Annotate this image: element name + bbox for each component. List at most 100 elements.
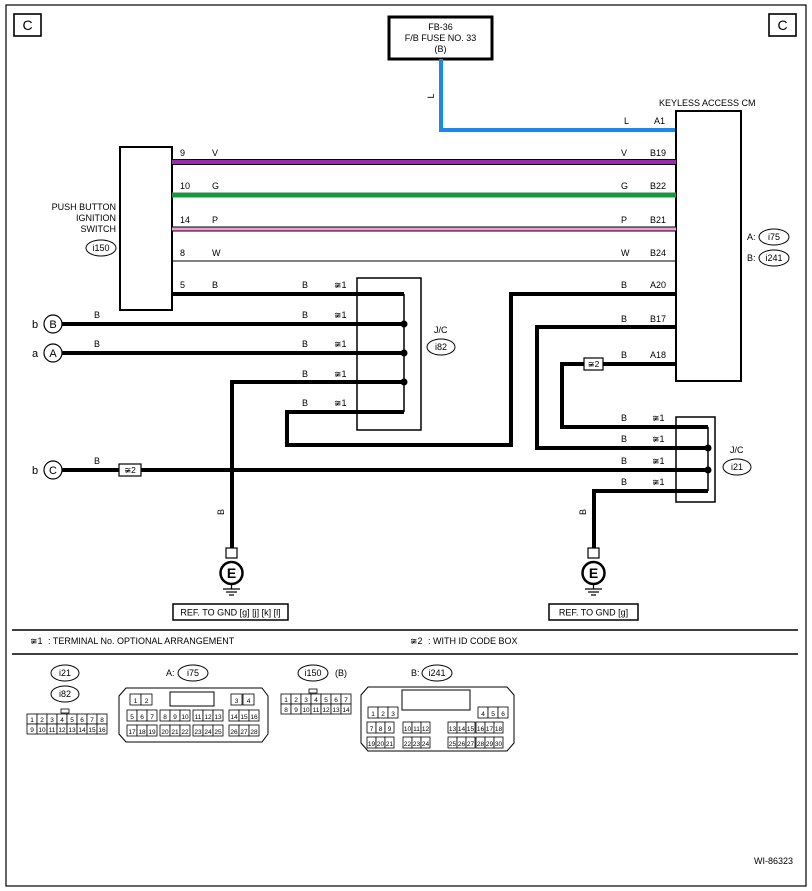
jc-pin-label: 5 — [70, 717, 74, 724]
i75-pin-cell — [179, 724, 191, 737]
circle-connector-1-side: b — [32, 319, 38, 331]
i150-pin-cell — [340, 703, 352, 715]
conn-view-i75-prefix: A: — [166, 668, 175, 678]
i75-pin-label: 13 — [214, 714, 222, 721]
i150-pin-label: 8 — [284, 707, 288, 714]
conn-view-i75-id: i75 — [187, 668, 199, 678]
ground-left-wire: B — [216, 509, 226, 515]
jc-pin-label: 8 — [100, 717, 104, 724]
i150-pin-label: 2 — [294, 697, 298, 704]
i75-pin-label: 21 — [171, 729, 179, 736]
i241-pin-label: 5 — [491, 711, 495, 718]
i75-pin-label: 17 — [128, 729, 136, 736]
switch-color-v: V — [212, 148, 218, 158]
jc-pin-label: 7 — [90, 717, 94, 724]
switch-pin-9: 9 — [180, 148, 185, 158]
i241-pin-label: 19 — [368, 741, 376, 748]
i75-pin-label: 12 — [204, 714, 212, 721]
i150-pin-label: 9 — [294, 707, 298, 714]
i241-pin-label: 17 — [486, 726, 494, 733]
i75-pin-label: 2 — [145, 698, 149, 705]
cm-pin-b24: B24 — [650, 248, 666, 258]
i75-pin-label: 26 — [230, 729, 238, 736]
cm-ground-pin-labels: B A20 B B17 B A18 — [621, 280, 666, 360]
i241-pin-label: 6 — [501, 711, 505, 718]
ground-left: B E REF. TO GND [g] [j] [k] [l] — [172, 509, 289, 621]
i241-pin-cell — [493, 721, 504, 734]
i75-pin-label: 14 — [230, 714, 238, 721]
i241-pin-cell — [384, 721, 395, 734]
i241-pin-label: 10 — [404, 726, 412, 733]
ground-left-ref: REF. TO GND [g] [j] [k] [l] — [180, 608, 280, 618]
jc-i82-mark-4: ≆1 — [334, 369, 347, 379]
i241-pin-label: 16 — [477, 726, 485, 733]
jc-pin-label: 9 — [30, 727, 34, 734]
i241-pin-label: 8 — [379, 726, 383, 733]
jc-pin-label: 16 — [98, 727, 106, 734]
cm-a20-pin: A20 — [650, 280, 666, 290]
push-button-switch: PUSH BUTTON IGNITION SWITCH i150 — [52, 146, 173, 311]
i75-pin-label: 7 — [150, 714, 154, 721]
circle-connector-3-wire: B — [94, 456, 100, 466]
jc-pin-label: 14 — [78, 727, 86, 734]
conn-view-i150-suffix: (B) — [335, 668, 347, 678]
ground-wires-right — [62, 325, 708, 548]
jc-i82: J/C i82 — [356, 277, 456, 431]
fuse-line-2: F/B FUSE NO. 33 — [405, 33, 477, 43]
i241-pin-label: 9 — [388, 726, 392, 733]
jc-i21: J/C i21 — [675, 416, 752, 503]
i241-pin-label: 11 — [413, 726, 420, 733]
i150-pin-label: 7 — [344, 697, 348, 704]
fuse-box: FB-36 F/B FUSE NO. 33 (B) — [387, 15, 494, 61]
i241-pin-cell — [387, 706, 399, 719]
i75-pin-label: 18 — [138, 729, 146, 736]
i75-pin-cell — [242, 693, 255, 706]
jc-pin-label: 6 — [80, 717, 84, 724]
i75-pin-cell — [146, 709, 158, 722]
circle-connector-2-letter: A — [49, 348, 57, 360]
switch-pin-10: 10 — [180, 181, 190, 191]
keyless-cm-title: KEYLESS ACCESS CM — [659, 98, 756, 108]
circle-connector-3-side: b — [32, 465, 38, 477]
jc-i82-mark-3: ≆1 — [334, 339, 347, 349]
jc-i82-color-5: B — [302, 398, 308, 408]
ground-left-symbol: E — [227, 565, 236, 581]
i241-pin-label: 25 — [449, 741, 457, 748]
jc-i82-title: J/C — [434, 325, 448, 335]
i75-pin-cell — [179, 709, 191, 722]
i241-pin-label: 23 — [413, 741, 421, 748]
i150-pin-label: 11 — [313, 707, 320, 714]
switch-color-p: P — [212, 215, 218, 225]
cm-a18-color: B — [621, 350, 627, 360]
corner-label-right: C — [768, 13, 797, 37]
circle-connector-3-letter: C — [49, 465, 57, 477]
ground-right-wire: B — [578, 509, 588, 515]
i75-pin-cell — [212, 724, 224, 737]
i75-pin-cell — [140, 693, 153, 706]
i241-pin-label: 20 — [377, 741, 385, 748]
jc-pin-label: 1 — [30, 717, 34, 724]
keyless-cm-conn-b-id: i241 — [765, 253, 782, 263]
jc-i21-title: J/C — [730, 445, 744, 455]
conn-view-i150-id: i150 — [304, 668, 321, 678]
jc-i21-color-1: B — [621, 413, 627, 423]
jc-pin-label: 11 — [49, 727, 56, 734]
jc-i21-mark-3: ≆1 — [652, 456, 665, 466]
corner-label-left: C — [13, 13, 42, 37]
cm-a1-pin: A1 — [654, 116, 665, 126]
jc-pin-cell — [96, 723, 108, 735]
legend-note2-text: : WITH ID CODE BOX — [428, 636, 518, 646]
jc-i82-bus — [400, 294, 408, 412]
jc-pin-label: 4 — [60, 717, 64, 724]
i241-pin-label: 1 — [371, 711, 375, 718]
i75-pin-cell — [248, 724, 260, 737]
conn-view-i241-id: i241 — [428, 668, 445, 678]
legend-note1-text: : TERMINAL No. OPTIONAL ARRANGEMENT — [48, 636, 235, 646]
circle-connector-b-C: b C B — [32, 456, 100, 480]
circle-connector-2-side: a — [32, 348, 39, 360]
i241-pin-label: 7 — [370, 726, 374, 733]
